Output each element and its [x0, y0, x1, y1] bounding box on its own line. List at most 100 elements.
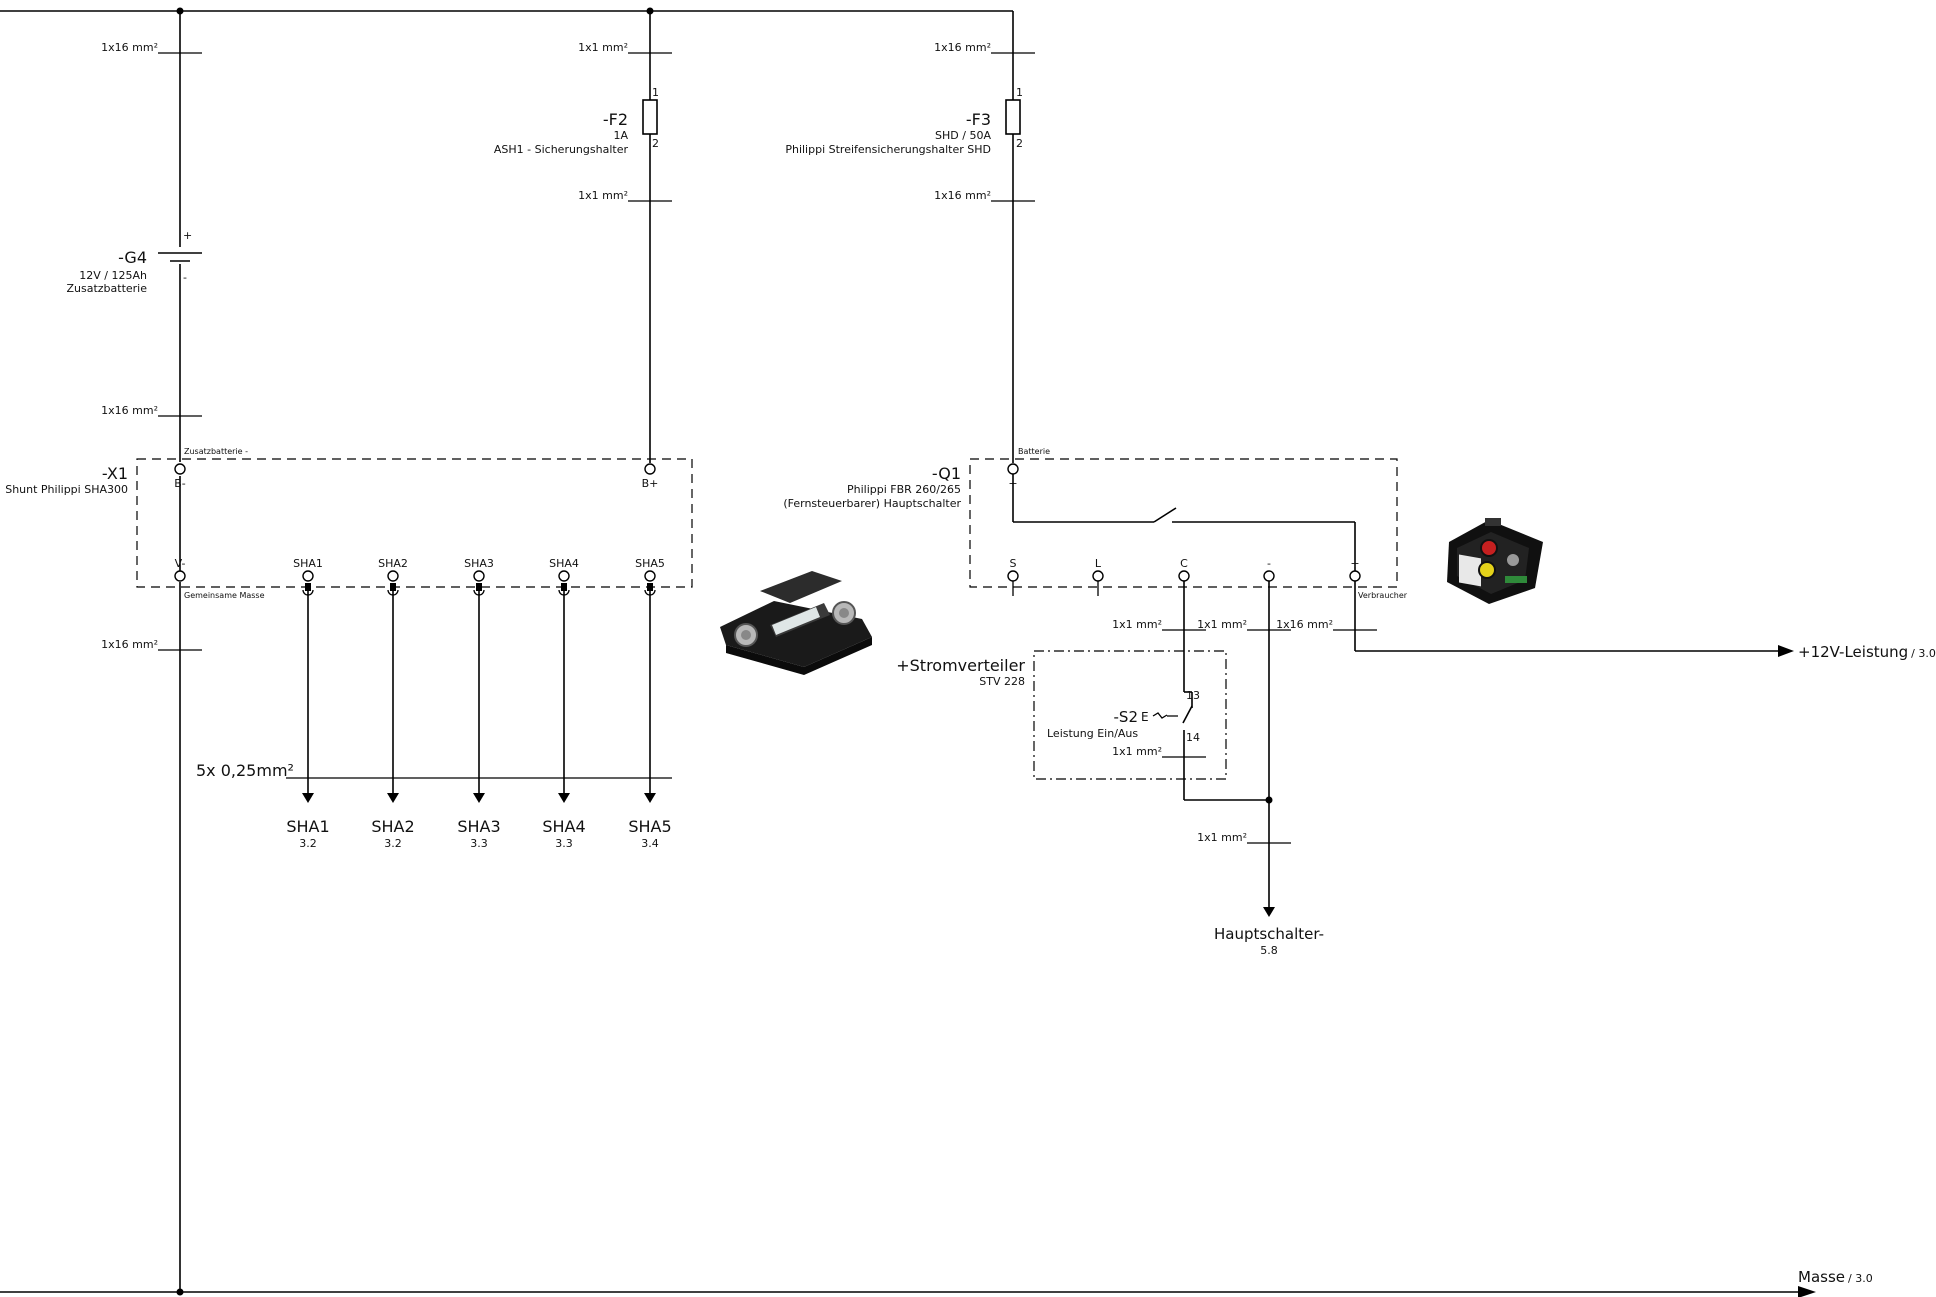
f2-name: ASH1 - Sicherungshalter	[494, 143, 629, 156]
f3-spec: SHD / 50A	[935, 129, 991, 142]
sha-terminal-4: SHA4	[549, 557, 579, 803]
q1-terminal-s: S	[1007, 557, 1019, 596]
s2-actuator-symbol	[1152, 712, 1178, 719]
q1-consumer-label: Verbraucher	[1358, 591, 1408, 600]
f3-name: Philippi Streifensicherungshalter SHD	[785, 143, 991, 156]
wire-tick-11: 1x1 mm²	[1112, 745, 1206, 758]
q1-terminal-l: L	[1092, 557, 1104, 596]
svg-text:SHA5: SHA5	[635, 557, 665, 570]
svg-text:3.2: 3.2	[299, 837, 317, 850]
f3-pin2: 2	[1016, 137, 1023, 150]
wire-tick-3: 1x16 mm²	[101, 638, 202, 651]
svg-text:3.4: 3.4	[641, 837, 659, 850]
svg-text:L: L	[1095, 557, 1102, 570]
svg-text:SHA1: SHA1	[293, 557, 323, 570]
g4-minus: -	[183, 271, 187, 284]
sha-target-4: SHA4 3.3	[542, 817, 585, 850]
battery-g4-symbol	[158, 252, 202, 262]
f2-tag: -F2	[603, 110, 628, 129]
q1-terminal-batt	[1007, 463, 1019, 475]
q1-terminal-plus: +	[1349, 557, 1361, 582]
x1-top-label: Zusatzbatterie -	[184, 447, 248, 456]
svg-text:1x16 mm²: 1x16 mm²	[1276, 618, 1333, 631]
svg-text:S: S	[1010, 557, 1017, 570]
svg-text:SHA1: SHA1	[286, 817, 329, 836]
s2-tag: -S2	[1114, 708, 1138, 726]
svg-text:1x1 mm²: 1x1 mm²	[1197, 618, 1247, 631]
sha-target-3: SHA3 3.3	[457, 817, 500, 850]
wire-tick-8: 1x1 mm²	[1112, 618, 1206, 631]
s2-pin14: 14	[1186, 731, 1200, 744]
svg-text:-: -	[1267, 557, 1271, 570]
g4-plus: +	[183, 229, 192, 242]
c-wire	[1182, 581, 1269, 801]
s2-name: Leistung Ein/Aus	[1047, 727, 1138, 740]
svg-text:1x16 mm²: 1x16 mm²	[101, 41, 158, 54]
fuse-f3-symbol	[1005, 99, 1021, 135]
q1-top-label: Batterie	[1018, 447, 1050, 456]
fuse-f2-symbol	[642, 99, 658, 135]
f2-pin1: 1	[652, 86, 659, 99]
wire-tick-6: 1x16 mm²	[934, 41, 1035, 54]
q1-terminal-c: C	[1178, 557, 1190, 582]
sha-terminal-5: SHA5	[635, 557, 665, 803]
wire-tick-5: 1x1 mm²	[578, 189, 672, 202]
svg-text:SHA5: SHA5	[628, 817, 671, 836]
x1-terminal-bminus	[174, 463, 186, 475]
x1-name: Shunt Philippi SHA300	[5, 483, 128, 496]
svg-text:SHA2: SHA2	[371, 817, 414, 836]
masse-label: Masse/ 3.0	[1798, 1268, 1873, 1286]
stromverteiler-box	[1033, 650, 1227, 780]
svg-text:1x16 mm²: 1x16 mm²	[934, 189, 991, 202]
hauptschalter-ref: 5.8	[1260, 944, 1278, 957]
svg-text:1x1 mm²: 1x1 mm²	[578, 189, 628, 202]
minus-wire	[1263, 581, 1275, 917]
svg-text:3.2: 3.2	[384, 837, 402, 850]
masse-rail	[0, 1286, 1816, 1297]
bundle-label: 5x 0,25mm²	[196, 761, 294, 780]
plus-wire	[1354, 581, 1794, 657]
sha-terminal-2: SHA2	[378, 557, 408, 803]
svg-text:3.3: 3.3	[555, 837, 573, 850]
s2-pin13: 13	[1186, 689, 1200, 702]
g4-name: Zusatzbatterie	[66, 282, 147, 295]
wire-tick-4: 1x1 mm²	[578, 41, 672, 54]
switch-product-photo	[1447, 518, 1543, 604]
wire-tick-1: 1x16 mm²	[101, 41, 202, 54]
stromverteiler-tag: +Stromverteiler	[896, 656, 1025, 675]
sha-target-2: SHA2 3.2	[371, 817, 414, 850]
svg-text:1x1 mm²: 1x1 mm²	[1197, 831, 1247, 844]
top-rail	[0, 7, 1014, 463]
svg-text:C: C	[1180, 557, 1188, 570]
svg-text:SHA4: SHA4	[542, 817, 585, 836]
x1-term-bminus-label: B-	[174, 477, 186, 490]
sha-terminal-1: SHA1	[293, 557, 323, 803]
hauptschalter-label: Hauptschalter-	[1214, 925, 1324, 943]
wire-tick-9: 1x1 mm²	[1197, 618, 1291, 631]
f2-pin2: 2	[652, 137, 659, 150]
q1-tag: -Q1	[932, 464, 961, 483]
wire-tick-2: 1x16 mm²	[101, 404, 202, 417]
svg-text:SHA2: SHA2	[378, 557, 408, 570]
svg-text:1x16 mm²: 1x16 mm²	[101, 404, 158, 417]
x1-terminal-vminus	[174, 570, 186, 582]
sha-target-5: SHA5 3.4	[628, 817, 671, 850]
wire-tick-12: 1x1 mm²	[1197, 831, 1291, 844]
x1-term-bplus-label: B+	[642, 477, 659, 490]
x1-terminal-bplus	[644, 463, 656, 475]
shunt-product-photo	[720, 571, 872, 675]
x1-shunt-box	[136, 458, 693, 588]
leistung-label: +12V-Leistung/ 3.0	[1798, 643, 1936, 661]
svg-text:SHA4: SHA4	[549, 557, 579, 570]
x1-term-vminus-label: V-	[175, 557, 186, 570]
sha-terminal-3: SHA3	[464, 557, 494, 803]
svg-text:SHA3: SHA3	[457, 817, 500, 836]
f3-pin1: 1	[1016, 86, 1023, 99]
svg-text:+: +	[1350, 557, 1359, 570]
q1-name1: Philippi FBR 260/265	[847, 483, 961, 496]
svg-text:1x1 mm²: 1x1 mm²	[578, 41, 628, 54]
q1-name2: (Fernsteuerbarer) Hauptschalter	[783, 497, 961, 510]
q1-contact	[1012, 474, 1356, 571]
f3-tag: -F3	[966, 110, 991, 129]
